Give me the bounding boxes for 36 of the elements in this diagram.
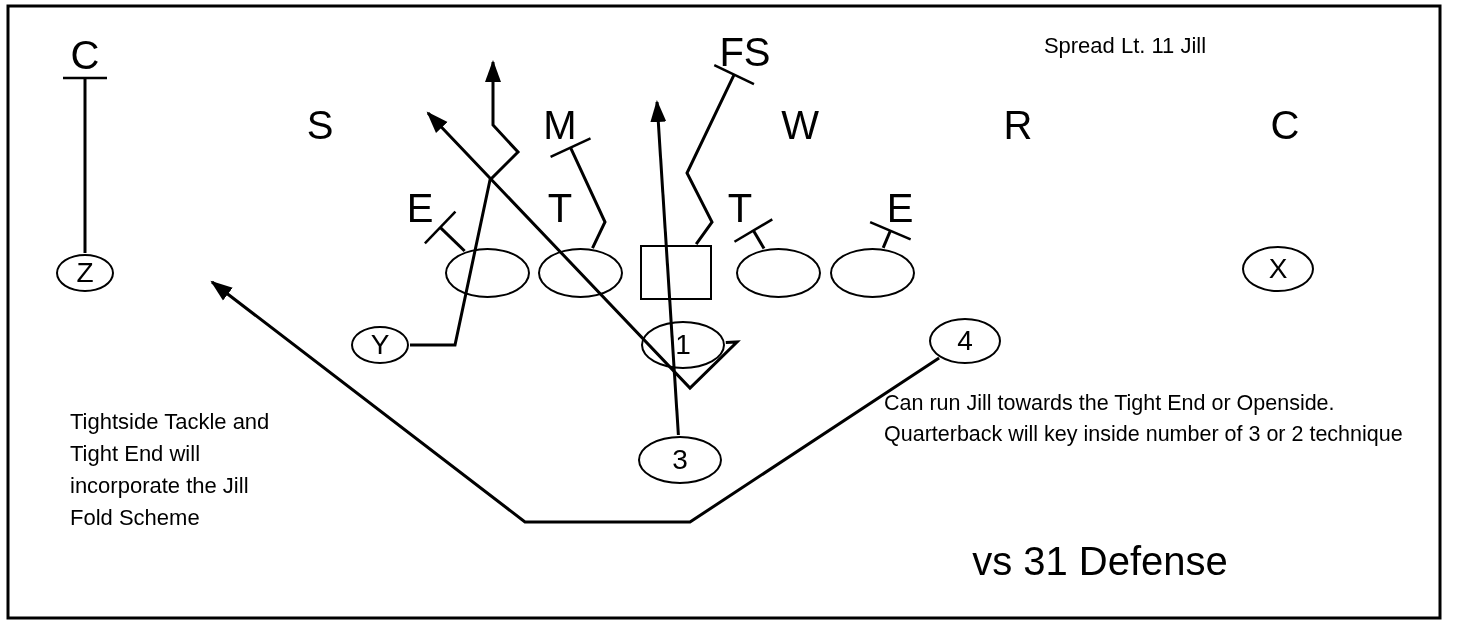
play-title: Spread Lt. 11 Jill [1042, 32, 1208, 60]
defender-letter: E [882, 188, 918, 228]
player-circle: 4 [929, 318, 1001, 364]
lineman-oval [736, 248, 821, 298]
defender-letter: C [1267, 105, 1303, 145]
lineman-oval [445, 248, 530, 298]
defender-letter: T [722, 188, 758, 228]
player-circle: 3 [638, 436, 722, 484]
defender-letter: M [542, 105, 578, 145]
defender-letter: W [782, 105, 818, 145]
route-arrow [410, 60, 521, 347]
block-line [61, 76, 109, 253]
route-arrow [210, 280, 940, 524]
defender-letter: C [67, 35, 103, 75]
coaching-note: Can run Jill towards the Tight End or Openside. Quarterback will key inside number of 3 or 2 technique [884, 390, 1404, 449]
block-line [423, 210, 466, 253]
player-circle: 1 [641, 321, 725, 369]
lineman-oval [830, 248, 915, 298]
defender-letter: S [302, 105, 338, 145]
center-square [640, 245, 712, 300]
defender-letter: R [1000, 105, 1036, 145]
player-circle: Z [56, 254, 114, 292]
defender-letter: E [402, 188, 438, 228]
player-circle: X [1242, 246, 1314, 292]
player-circle: Y [351, 326, 409, 364]
route-arrow [426, 111, 741, 391]
block-line [868, 220, 912, 249]
block-line [733, 218, 774, 250]
route-arrow [650, 100, 680, 436]
lineman-oval [538, 248, 623, 298]
block-line [685, 63, 756, 246]
defender-letter: FS [715, 32, 775, 72]
block-line [549, 137, 607, 249]
defense-heading: vs 31 Defense [971, 538, 1229, 585]
defender-letter: T [542, 188, 578, 228]
coaching-note: Tightside Tackle and Tight End will incorporate the Jill Fold Scheme [70, 408, 270, 532]
